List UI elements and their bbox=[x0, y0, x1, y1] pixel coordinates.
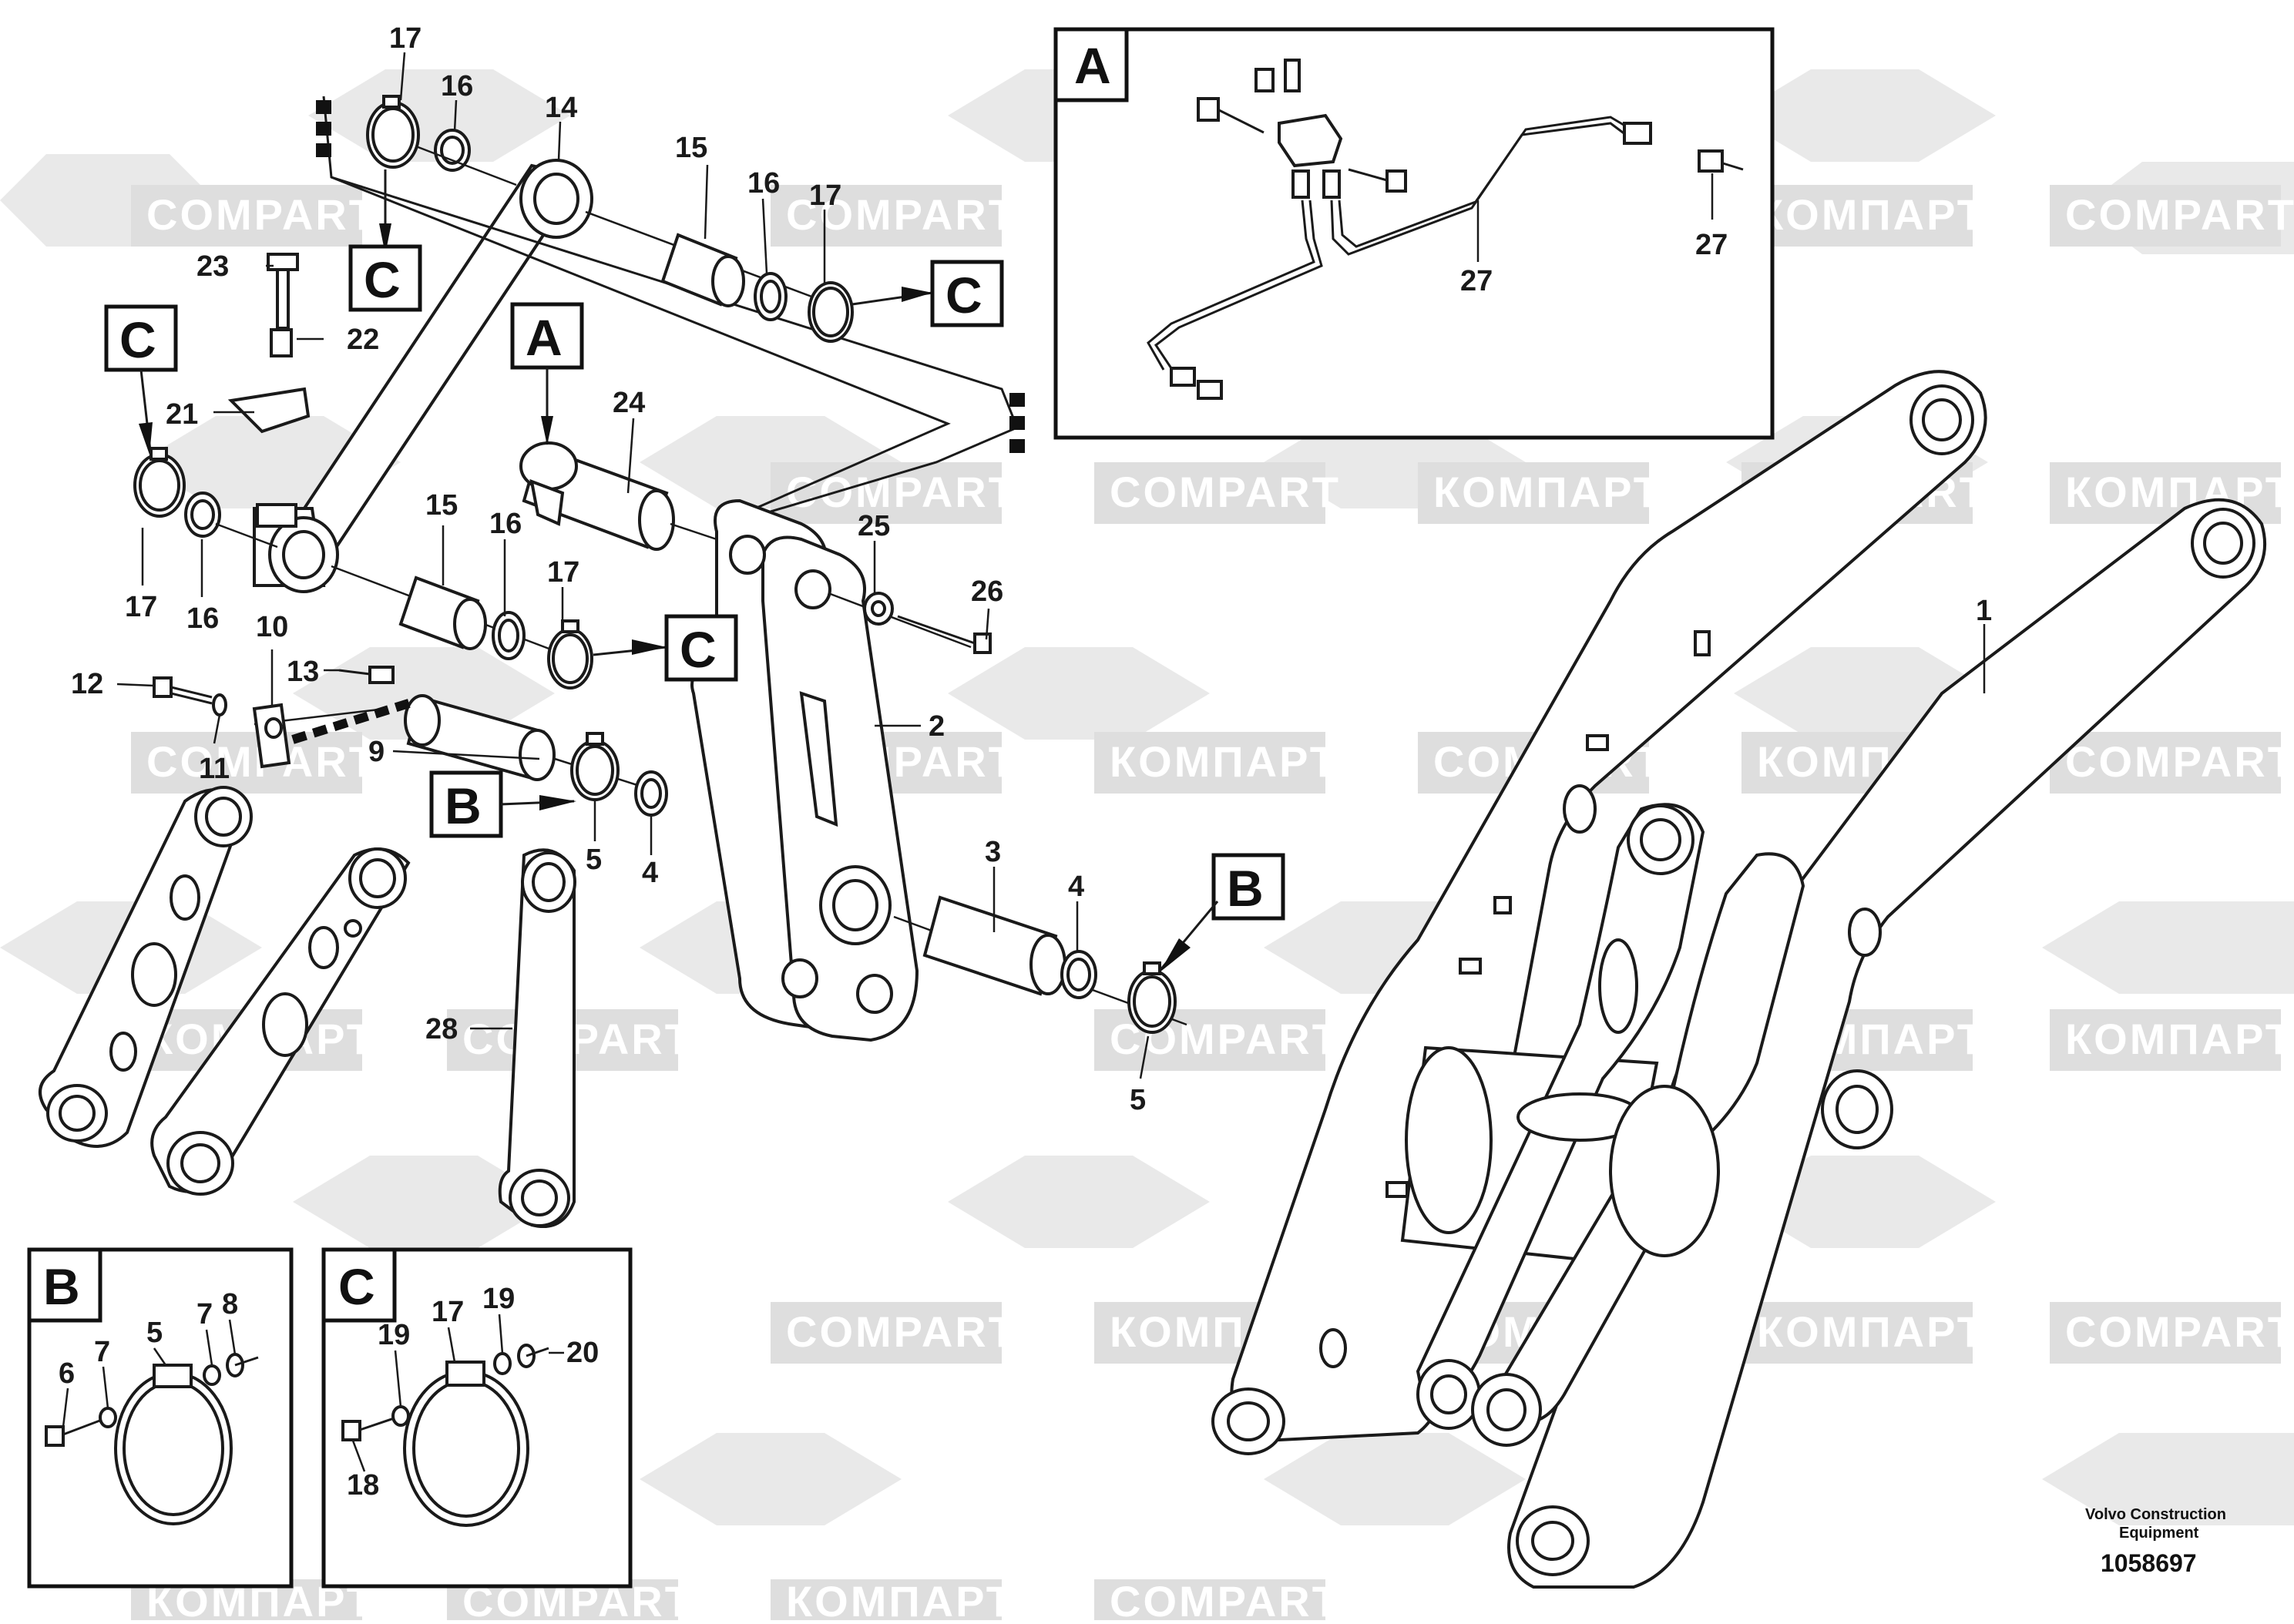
inset-b-label: B bbox=[43, 1258, 80, 1315]
upper-pin-assembly bbox=[366, 95, 854, 343]
callout: 12 bbox=[71, 668, 103, 700]
watermark-text: КОМПАРТ bbox=[2065, 468, 2294, 516]
watermark-text: КОМПАРТ bbox=[1757, 1307, 1986, 1356]
callout: 5 bbox=[586, 844, 602, 876]
callout-8: 8 bbox=[222, 1288, 238, 1320]
watermark-text: КОМПАРТ bbox=[1757, 190, 1986, 239]
ref-box-c: C bbox=[364, 251, 401, 308]
callout-7: 7 bbox=[94, 1336, 110, 1368]
ref-box-c: C bbox=[945, 267, 982, 324]
callout: 15 bbox=[675, 132, 707, 164]
callout-19: 19 bbox=[482, 1283, 515, 1315]
ref-box-c: C bbox=[680, 621, 717, 678]
ref-box-a: A bbox=[526, 309, 563, 366]
callout: 17 bbox=[547, 556, 579, 589]
callout: 3 bbox=[985, 836, 1001, 868]
callout: 14 bbox=[545, 92, 577, 124]
side-links bbox=[39, 786, 576, 1228]
callout: 5 bbox=[1130, 1084, 1146, 1116]
callout-7: 7 bbox=[196, 1298, 213, 1330]
callout-18: 18 bbox=[347, 1469, 379, 1502]
callout: 16 bbox=[186, 602, 219, 635]
lower-pin-assembly bbox=[133, 447, 593, 690]
callout: 23 bbox=[196, 250, 229, 283]
inset-a-hydraulic-lines: A bbox=[1053, 27, 1775, 440]
callout: 22 bbox=[347, 324, 379, 356]
inset-a-label: A bbox=[1074, 37, 1111, 94]
bellcrank-pin-set bbox=[893, 895, 1187, 1034]
lift-arm-1 bbox=[1211, 370, 2267, 1589]
watermark-text: COMPART bbox=[146, 190, 378, 239]
watermark-text: COMPART bbox=[2065, 737, 2294, 786]
watermark-text: COMPART bbox=[786, 1307, 1017, 1356]
watermark-text: COMPART bbox=[462, 1015, 694, 1063]
callout: 17 bbox=[809, 180, 841, 212]
callout: 1 bbox=[1976, 595, 1992, 627]
inset-c-label: C bbox=[338, 1258, 375, 1315]
callout: 26 bbox=[971, 575, 1003, 608]
callout: 11 bbox=[199, 753, 230, 785]
callout: 13 bbox=[287, 656, 319, 688]
callout: 15 bbox=[425, 489, 458, 522]
callout: 4 bbox=[642, 857, 658, 889]
callout: 10 bbox=[256, 611, 288, 643]
callout: 16 bbox=[441, 70, 473, 102]
watermark-text: COMPART bbox=[1110, 1577, 1341, 1620]
callout: 9 bbox=[368, 736, 385, 768]
inset-b-ring-detail: B 6 7 5 7 8 bbox=[27, 1247, 294, 1589]
drawing-footer: Volvo Construction Equipment 1058697 bbox=[2085, 1506, 2226, 1577]
callouts: 17 16 14 15 16 17 23 22 21 24 17 16 15 1… bbox=[71, 22, 1992, 1116]
callout: 16 bbox=[489, 508, 522, 540]
watermark-text: КОМПАРТ bbox=[1110, 737, 1338, 786]
upper-link-14 bbox=[227, 96, 1025, 593]
callout: 24 bbox=[613, 387, 645, 419]
callout: 28 bbox=[425, 1013, 458, 1045]
callout: 4 bbox=[1068, 871, 1084, 903]
watermark-text: COMPART bbox=[2065, 1307, 2294, 1356]
watermark-text: COMPART bbox=[2065, 190, 2294, 239]
watermark-text: КОМПАРТ bbox=[2065, 1015, 2294, 1063]
callout-6: 6 bbox=[59, 1357, 75, 1390]
bellcrank-2 bbox=[690, 498, 992, 1042]
callout-20: 20 bbox=[566, 1337, 599, 1369]
watermark-text: COMPART bbox=[1110, 468, 1341, 516]
callout: 16 bbox=[747, 167, 780, 200]
reference-boxes: C C C A C B B bbox=[104, 169, 1285, 972]
manufacturer-line-1: Volvo Construction bbox=[2085, 1506, 2226, 1523]
callout-19: 19 bbox=[378, 1319, 410, 1351]
callout: 27 bbox=[1695, 229, 1728, 261]
watermark-text: COMPART bbox=[786, 468, 1017, 516]
callout-17: 17 bbox=[432, 1296, 464, 1328]
drawing-number: 1058697 bbox=[2101, 1549, 2197, 1577]
ref-box-b: B bbox=[1227, 860, 1264, 917]
callout: 21 bbox=[166, 398, 198, 431]
watermark-text: КОМПАРТ bbox=[786, 1577, 1015, 1620]
callout: 17 bbox=[125, 591, 157, 623]
watermark-text: КОМПАРТ bbox=[1433, 468, 1662, 516]
callout: 25 bbox=[858, 510, 890, 542]
pin-24 bbox=[519, 441, 717, 551]
ref-box-c: C bbox=[119, 311, 156, 368]
manufacturer-line-2: Equipment bbox=[2119, 1525, 2199, 1542]
inset-c-ring-detail: C 19 17 19 20 18 bbox=[321, 1247, 633, 1589]
callout-5: 5 bbox=[146, 1317, 163, 1349]
callout: 2 bbox=[929, 710, 945, 743]
ref-box-b: B bbox=[445, 777, 482, 834]
callout: 27 bbox=[1460, 265, 1493, 297]
callout: 17 bbox=[389, 22, 422, 55]
